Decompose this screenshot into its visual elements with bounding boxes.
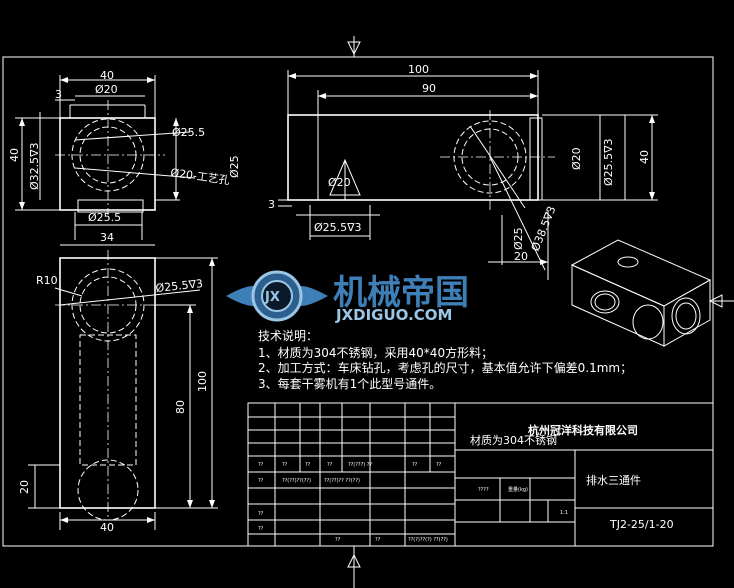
dim-side-d20: Ø20: [570, 147, 583, 170]
dim-top-80: 80: [174, 400, 187, 414]
dim-front-thread: Ø32.5∇3: [28, 142, 41, 190]
dim-front-bottom-d: Ø25.5: [88, 211, 121, 224]
watermark-logo: [226, 270, 328, 322]
dim-top-r10: R10: [36, 274, 58, 287]
center-arrow-top: [347, 41, 361, 56]
tb-tiny-2: ??(??)??(??): [282, 478, 311, 484]
dim-side-bottom-thread: Ø25.5∇3: [314, 221, 362, 234]
watermark-url: JXDIGUO.COM: [335, 306, 452, 324]
dim-front-bottom-w: 34: [100, 231, 114, 244]
dim-side-height: 40: [638, 150, 651, 164]
note-3: 3、每套干雾机有1个此型号通件。: [258, 376, 441, 391]
title-block-grid: [247, 402, 714, 547]
front-view: [15, 75, 196, 246]
isometric-view: [570, 239, 712, 347]
dim-top-100: 100: [196, 371, 209, 392]
tb-material: 材质为304不锈钢: [470, 433, 557, 447]
tb-tiny-5: ??: [375, 537, 381, 543]
dim-side-90: 90: [422, 82, 436, 95]
tb-cell-1: ??: [258, 462, 264, 468]
watermark-title: 机械帝国: [333, 273, 469, 313]
center-arrow-bottom: [347, 553, 361, 568]
tb-cell-7: ??: [258, 478, 264, 484]
top-view: [28, 250, 218, 530]
dim-side-100: 100: [408, 63, 429, 76]
tb-qmarks: ????: [478, 487, 489, 493]
tb-tiny-1: ??(???) ??: [348, 462, 372, 468]
dim-front-small-offset: 3: [55, 88, 62, 101]
tb-tiny-6: ??(?)??(?) ??(??): [408, 537, 448, 543]
tb-part-name: 排水三通件: [586, 473, 641, 487]
dim-top-thread: Ø25.5∇3: [155, 277, 204, 295]
dim-front-hole: Ø20-工艺孔: [170, 166, 231, 187]
dim-front-d255: Ø25.5: [172, 126, 205, 139]
side-view: [278, 70, 658, 280]
dim-top-20: 20: [18, 480, 31, 494]
tb-cell-8: ??: [258, 511, 264, 517]
dim-side-d385: Ø38.5∇3: [529, 204, 559, 253]
tb-cell-6: ??: [436, 462, 442, 468]
dim-top-width: 40: [100, 521, 114, 534]
tb-company: 杭州冠洋科技有限公司: [528, 423, 638, 437]
dim-front-height: 40: [8, 148, 21, 162]
note-2: 2、加工方式：车床钻孔，考虑孔的尺寸，基本值允许下偏差0.1mm；: [258, 360, 632, 375]
dim-side-d20-cone: Ø20: [328, 176, 351, 189]
tb-tiny-4: ??: [335, 537, 341, 543]
dim-side-20: 20: [514, 250, 528, 263]
tb-cell-4: ??: [327, 462, 333, 468]
tb-weight-label: 重量(kg): [508, 486, 528, 493]
dim-front-d25: Ø25: [228, 155, 241, 178]
tb-scale: 1:1: [560, 510, 568, 516]
dim-front-width: 40: [100, 69, 114, 82]
tb-cell-9: ??: [258, 526, 264, 532]
center-arrow-right: [708, 294, 723, 308]
tb-cell-5: ??: [412, 462, 418, 468]
dim-side-3: 3: [268, 198, 275, 211]
dim-front-bore-top: Ø20: [95, 83, 118, 96]
tb-tiny-3: ??(??)?? ??(??): [324, 478, 360, 484]
note-1: 1、材质为304不锈钢，采用40*40方形料；: [258, 345, 493, 360]
dim-side-thread: Ø25.5∇3: [602, 138, 615, 186]
notes-heading: 技术说明：: [258, 328, 318, 343]
dim-side-d25: Ø25: [512, 227, 525, 250]
tb-cell-2: ??: [282, 462, 288, 468]
tb-cell-3: ??: [305, 462, 311, 468]
watermark-badge: JX: [264, 290, 280, 305]
tb-drawing-no: TJ2-25/1-20: [609, 518, 674, 531]
